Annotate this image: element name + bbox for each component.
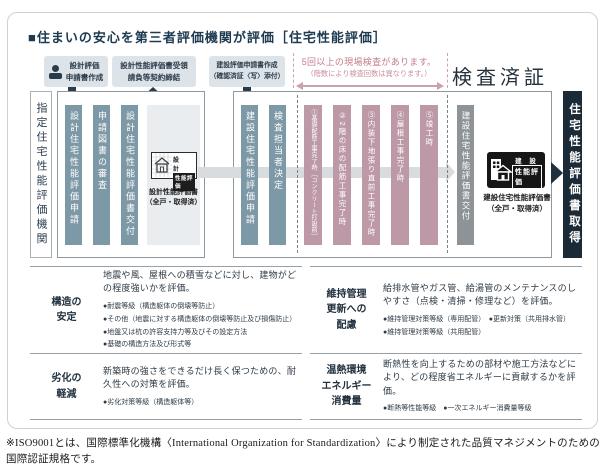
person-icon: [48, 64, 62, 79]
design-stamp: 設 計 性能評価: [151, 152, 197, 191]
step-label: 設計性能評価書受領: [120, 61, 188, 71]
category-desc: 給排水管やガス管、給湯管のメンテナンスのしやすさ（点検・清掃・修理など）を評価。: [383, 282, 577, 307]
category-row: 温熱環境 エネルギー 消費量 断熱性を向上するための部材や施工方法などにより、ど…: [310, 353, 582, 419]
inspection-column: ③内装下地張り直前工事完了時: [362, 105, 380, 245]
dashed-divider: [447, 95, 448, 253]
stamp-seal-label: 性能評価: [512, 165, 542, 189]
category-bullet: ●地盤又は杭の許容支持力等及びその設定方法: [103, 327, 248, 336]
flow-arrow-dark: [551, 162, 563, 184]
result-sidebar: 住宅性能評価書取得: [563, 91, 582, 258]
flow-column: 設計住宅性能評価申請: [65, 105, 82, 245]
category-bullet: ●劣化対策等級（構造躯体等）: [103, 397, 199, 406]
step-label: 設計評価: [69, 61, 100, 71]
design-stamp-art: [152, 153, 172, 177]
category-bullet: ●耐震等級（構造躯体の倒壊等防止）: [103, 301, 220, 310]
page-title: ■住まいの安心を第三者評価機関が評価［住宅性能評価］: [28, 30, 387, 45]
double-arrow-icon: [296, 82, 444, 90]
category-bullet: ●維持管理対策等級（共用配管）: [383, 327, 486, 336]
dashed-divider: [447, 53, 448, 88]
category-table-right: 維持管理 更新への 配慮 給排水管やガス管、給湯管のメンテナンスのしやすさ（点検…: [310, 266, 582, 420]
category-bullet: ●その他（地震に対する構造躯体の倒壊等防止及び損傷防止）: [103, 314, 297, 323]
flow-column: 検査担当者決定: [269, 105, 286, 245]
inspection-column: ⑤竣工時: [420, 105, 438, 245]
category-bullet: ●維持管理対策等級（専用配管） ●更新対策（共用排水管）: [383, 314, 570, 323]
inspection-cert-label: 検査済証: [452, 67, 548, 89]
step-label: 申請書作成: [65, 72, 104, 82]
content-frame: [7, 12, 598, 429]
construction-stamp-art: [491, 159, 512, 181]
category-header: 構造の 安定: [51, 296, 82, 324]
category-desc: 新築時の強さをできるだけ長く保つための、耐久性への対策を評価。: [103, 365, 297, 390]
flow-column: 建設住宅性能評価書交付: [457, 105, 474, 245]
flow-column: 申請図書の審査: [93, 105, 110, 245]
dashed-divider: [293, 53, 294, 88]
site-inspection-note: 5回以上の現場検査があります。: [301, 57, 437, 67]
category-row: 維持管理 更新への 配慮 給排水管やガス管、給湯管のメンテナンスのしやすさ（点検…: [310, 267, 582, 353]
step-box-construction-application: 建設評価申請書作成 （確認済証〈写〉添付）: [209, 56, 285, 87]
step-label: （確認済証〈写〉添付）: [209, 72, 285, 80]
category-desc: 断熱性を向上するための部材や施工方法などにより、どの程度省エネルギーに貢献するか…: [383, 358, 577, 396]
dashed-divider: [297, 95, 298, 253]
stamp-caption: 建設住宅性能評価書 （全戸・取得済）: [483, 193, 551, 213]
stamp-seal-label: 性能評価: [173, 173, 195, 191]
inspection-column: ④屋根工事完了時: [391, 105, 409, 245]
flow-column: 設計住宅性能評価書交付: [121, 105, 138, 245]
construction-stamp: 建 設 性能評価: [487, 152, 545, 189]
category-header: 劣化の 軽減: [51, 373, 82, 400]
flow-column: 建設住宅性能評価申請: [241, 105, 258, 245]
category-bullet: ●断熱等性能等級 ●一次エネルギー消費量等級: [383, 404, 532, 413]
category-desc: 地震や風、屋根への積雪などに対し、建物がどの程度強いかを評価。: [103, 269, 297, 294]
inspection-column: ②2階の床の配筋工事完了時: [333, 105, 351, 245]
stamp-type-label: 設 計: [173, 158, 183, 173]
stamp-type-label: 建 設: [515, 158, 539, 165]
step-label: 建設評価申請書作成: [216, 62, 278, 70]
step-box-design-application: 設計評価 申請書作成: [44, 56, 108, 87]
category-header: 温熱環境 エネルギー 消費量: [321, 365, 372, 408]
category-header: 維持管理 更新への 配慮: [326, 288, 367, 331]
footnote: ※ISO9001とは、国際標準化機構〈International Organiz…: [6, 438, 600, 465]
step-box-certificate-receipt: 設計性能評価書受領 請負等契約締結: [112, 56, 196, 87]
stamp-caption: 設計性能評価書 （全戸・取得済）: [145, 189, 202, 207]
flow-arrow: [198, 162, 455, 182]
category-row: 構造の 安定 地震や風、屋根への積雪などに対し、建物がどの程度強いかを評価。 ●…: [30, 267, 302, 353]
category-bullet: ●基礎の構造方法及び形式等: [103, 340, 192, 349]
agency-sidebar: 指定住宅性能評価機関: [30, 91, 52, 258]
step-label: 請負等契約締結: [127, 72, 181, 82]
inspection-count-note: （階数により検査回数は異なります。）: [306, 69, 432, 78]
category-table-left: 構造の 安定 地震や風、屋根への積雪などに対し、建物がどの程度強いかを評価。 ●…: [30, 266, 302, 420]
category-row: 劣化の 軽減 新築時の強さをできるだけ長く保つための、耐久性への対策を評価。 ●…: [30, 353, 302, 419]
inspection-column: ①基礎配筋工事完了時［コンクリート打設前］: [304, 105, 322, 245]
